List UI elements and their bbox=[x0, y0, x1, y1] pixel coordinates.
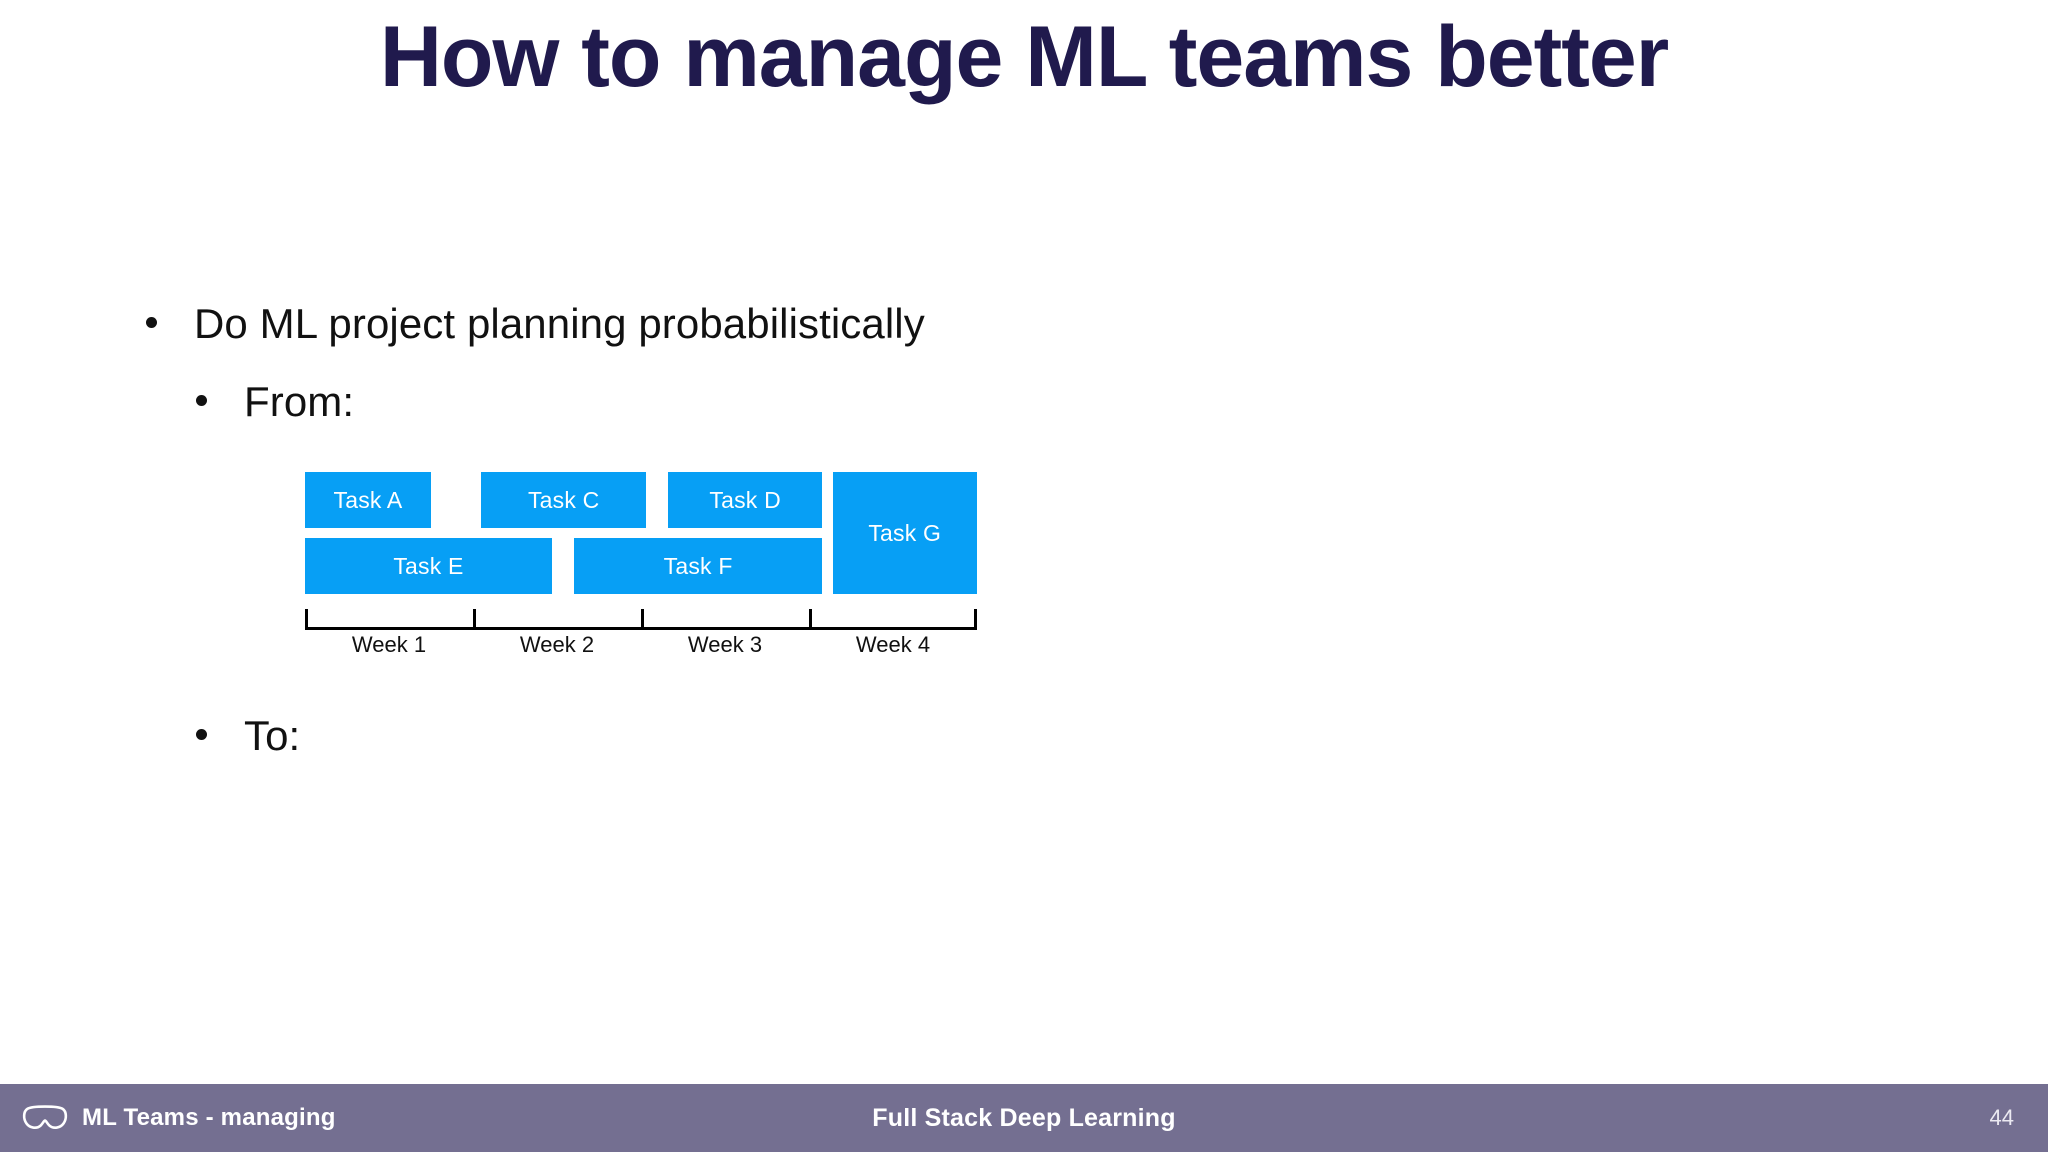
gantt-week-label: Week 3 bbox=[687, 632, 763, 657]
axis-tick bbox=[641, 609, 644, 630]
axis-tick bbox=[473, 609, 476, 630]
gantt-axis bbox=[305, 608, 977, 630]
gantt-bar: Task D bbox=[667, 472, 823, 528]
slide-footer: ML Teams - managing Full Stack Deep Lear… bbox=[0, 1084, 2048, 1152]
footer-left-group: ML Teams - managing bbox=[22, 1084, 336, 1152]
gantt-bar: Task E bbox=[305, 538, 552, 594]
bullet-label: Do ML project planning probabilistically bbox=[194, 300, 925, 347]
gantt-week-label: Week 4 bbox=[855, 632, 931, 657]
slide-page-number: 44 bbox=[1989, 1105, 2014, 1130]
gantt-bar: Task F bbox=[573, 538, 823, 594]
gantt-week-label: Week 1 bbox=[351, 632, 427, 657]
bullet-dot-icon bbox=[196, 395, 207, 406]
axis-tick bbox=[974, 609, 977, 630]
bullet-label: To: bbox=[244, 712, 301, 759]
axis-tick bbox=[809, 609, 812, 630]
gantt-week-label: Week 2 bbox=[519, 632, 595, 657]
gantt-bar: Task A bbox=[305, 472, 431, 528]
page-title: How to manage ML teams better bbox=[379, 9, 1669, 105]
gantt-bar: Task G bbox=[832, 472, 977, 594]
bullet-item-from: From: bbox=[196, 378, 354, 426]
bullet-item-do-ml-project-planning: Do ML project planning probabilistically bbox=[146, 300, 925, 348]
bullet-dot-icon bbox=[146, 317, 157, 328]
gantt-bar: Task C bbox=[481, 472, 647, 528]
goggles-icon bbox=[22, 1105, 68, 1131]
bullet-item-to: To: bbox=[196, 712, 300, 760]
bullet-dot-icon bbox=[196, 729, 207, 740]
gantt-week-labels: Week 1 Week 2 Week 3 Week 4 bbox=[305, 632, 977, 662]
axis-tick bbox=[305, 609, 308, 630]
bullet-label: From: bbox=[244, 378, 355, 425]
footer-section-label: ML Teams - managing bbox=[82, 1104, 336, 1131]
